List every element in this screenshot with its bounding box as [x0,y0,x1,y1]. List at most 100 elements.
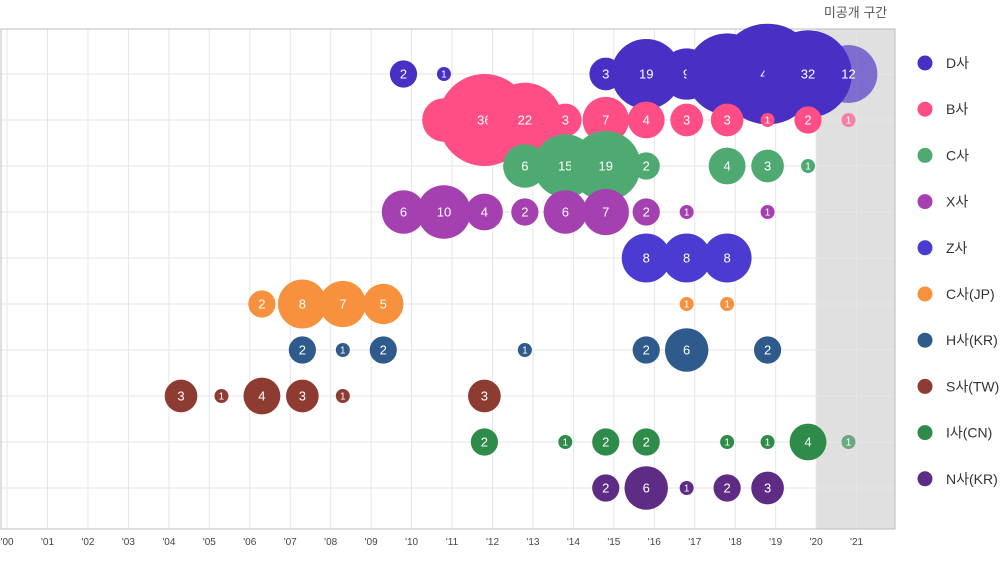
bubble [517,343,532,357]
legend-swatch [917,332,933,348]
bubble-value-label: 4 [804,435,811,450]
bubble-value-label: 8 [643,251,650,266]
bubble [288,336,316,364]
bubble [164,379,198,413]
legend-label: C사(JP) [946,286,995,302]
legend-swatch [917,286,933,302]
bubble-value-label: 6 [643,481,650,496]
bubble-value-label: 4 [724,159,731,174]
bubble-value-label: 4 [258,389,265,404]
bubble-value-label: 2 [643,205,650,220]
bubble-value-label: 2 [764,343,771,358]
bubble-value-label: 2 [643,159,650,174]
bubble [789,423,827,461]
bubble-value-label: 1 [522,346,528,357]
bubble-value-label: 1 [765,438,771,449]
bubble [381,190,426,234]
legend-label: H사(KR) [946,332,998,348]
bubble [248,290,276,318]
bubble [468,379,501,413]
bubble [543,190,588,234]
legend-item: C사 [917,147,969,163]
bubble-value-label: 7 [602,113,609,128]
bubble [592,474,620,502]
bubble-value-label: 1 [441,70,447,81]
bubble-value-label: 3 [602,67,609,82]
bubble-value-label: 4 [643,113,650,128]
bubble-value-label: 7 [339,297,346,312]
x-tick-label: '04 [162,537,175,548]
x-tick-label: '20 [810,537,823,548]
bubble-value-label: 2 [643,435,650,450]
undisclosed-region [816,29,895,529]
bubble-value-label: 2 [602,435,609,450]
bubble-value-label: 1 [684,300,690,311]
bubble [465,193,503,231]
legend-swatch [917,471,933,487]
x-tick-label: '17 [688,537,701,548]
bubble-value-label: 6 [683,343,690,358]
legend-item: X사 [917,194,968,210]
x-tick-label: '12 [486,537,499,548]
bubble [487,82,563,158]
legend-item: D사 [917,55,969,71]
bubble-value-label: 1 [846,116,852,127]
x-tick-label: '01 [41,537,54,548]
bubble-value-label: 12 [841,67,855,82]
x-tick-label: '21 [850,537,863,548]
x-tick-label: '09 [365,537,378,548]
bubble-value-label: 3 [724,113,731,128]
bubble-value-label: 1 [765,116,771,127]
bubble [794,106,822,134]
bubble [286,379,319,413]
bubble-value-label: 3 [299,389,306,404]
bubble-value-label: 6 [562,205,569,220]
bubble-value-label: 1 [846,438,852,449]
bubble-value-label: 3 [562,113,569,128]
bubble [710,103,744,137]
bubble [621,233,671,283]
bubble-value-label: 1 [724,300,730,311]
legend-label: I사(CN) [946,425,992,441]
bubble [664,328,709,372]
bubble [841,113,856,127]
legend-label: B사 [946,101,968,117]
bubble-value-label: 3 [481,389,488,404]
bubble [243,377,281,415]
x-tick-label: '06 [243,537,256,548]
legend-item: S사(TW) [917,378,999,394]
bubble-value-label: 1 [340,346,346,357]
bubble-value-label: 4 [481,205,488,220]
bubble [708,147,746,185]
x-tick-label: '05 [203,537,216,548]
bubble-value-label: 1 [563,438,569,449]
x-tick-label: '08 [324,537,337,548]
bubble [679,297,694,311]
bubble [662,233,712,283]
bubble-value-label: 1 [805,162,811,173]
bubble [760,205,775,219]
bubble-value-label: 2 [643,343,650,358]
bubble [632,152,660,180]
bubble-value-label: 6 [521,159,528,174]
bubble [760,435,775,449]
bubble-value-label: 1 [684,208,690,219]
bubble [702,233,752,283]
bubble [417,185,471,239]
bubble-value-label: 8 [299,297,306,312]
legend-label: X사 [946,194,968,210]
bubble [611,38,682,110]
legend-swatch [917,378,933,394]
bubble-value-label: 19 [599,159,613,174]
bubble-value-label: 2 [724,481,731,496]
legend-label: C사 [946,147,969,163]
legend-label: S사(TW) [946,378,999,394]
legend-swatch [917,240,933,256]
bubble [335,343,350,357]
bubble [277,279,327,329]
series-0: 21319927443212 [389,23,878,125]
